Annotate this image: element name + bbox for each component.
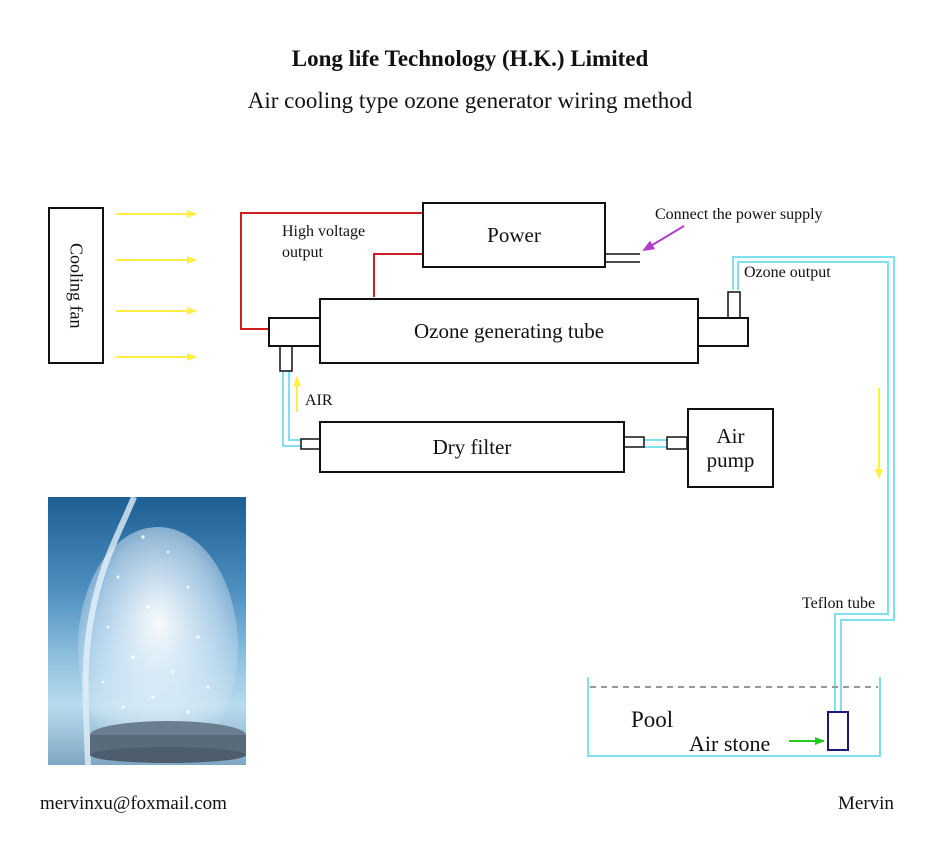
footer-author: Mervin [838, 793, 894, 814]
air-label: AIR [305, 392, 333, 409]
footer-email: mervinxu@foxmail.com [40, 793, 227, 814]
wire-to-tube-top [373, 253, 424, 297]
teflon-tube-label: Teflon tube [802, 595, 876, 612]
connect-power-arrow [642, 225, 685, 252]
air-stone-photo [48, 497, 246, 765]
pool [587, 677, 881, 757]
power-box: Power [422, 202, 606, 268]
cooling-fan-box: Cooling fan [48, 207, 104, 364]
air-stone-label: Air stone [689, 731, 771, 756]
air-stone [827, 711, 849, 751]
power-supply-leads [604, 253, 640, 263]
tube-end-cap-left [268, 317, 322, 347]
airflow-arrows [116, 210, 197, 361]
pool-label: Pool [631, 707, 674, 732]
high-voltage-wires [240, 212, 424, 330]
power-label: Power [487, 222, 541, 247]
tube-inlet-nozzle [279, 344, 293, 372]
pump-tube [643, 439, 668, 448]
tube-outlet-nozzle [727, 291, 741, 321]
air-stone-photo-image [78, 497, 246, 765]
high-voltage-label: High voltage output [282, 223, 366, 261]
pump-nozzle [666, 436, 688, 450]
ozone-output-label: Ozone output [744, 264, 831, 281]
teflon-tube [732, 256, 895, 712]
dry-filter-label: Dry filter [432, 434, 512, 459]
filter-outlet-nozzle [623, 436, 645, 448]
ozone-tube-box: Ozone generating tube [319, 298, 699, 364]
dry-filter-box: Dry filter [319, 421, 625, 473]
cooling-fan-label: Cooling fan [66, 242, 87, 329]
air-pump-box: Air pump [687, 408, 774, 488]
ozone-tube-label: Ozone generating tube [413, 318, 605, 343]
connect-power-label: Connect the power supply [655, 206, 823, 223]
filter-inlet-nozzle [300, 438, 322, 450]
wire-to-tube-end [240, 212, 424, 330]
diagram-title: Long life Technology (H.K.) Limited [291, 46, 649, 71]
air-pump-label-line2: pump [706, 448, 755, 472]
diagram-subtitle: Air cooling type ozone generator wiring … [247, 88, 693, 113]
air-pump-label-line1: Air [716, 424, 745, 448]
tube-end-cap-right [697, 317, 749, 347]
